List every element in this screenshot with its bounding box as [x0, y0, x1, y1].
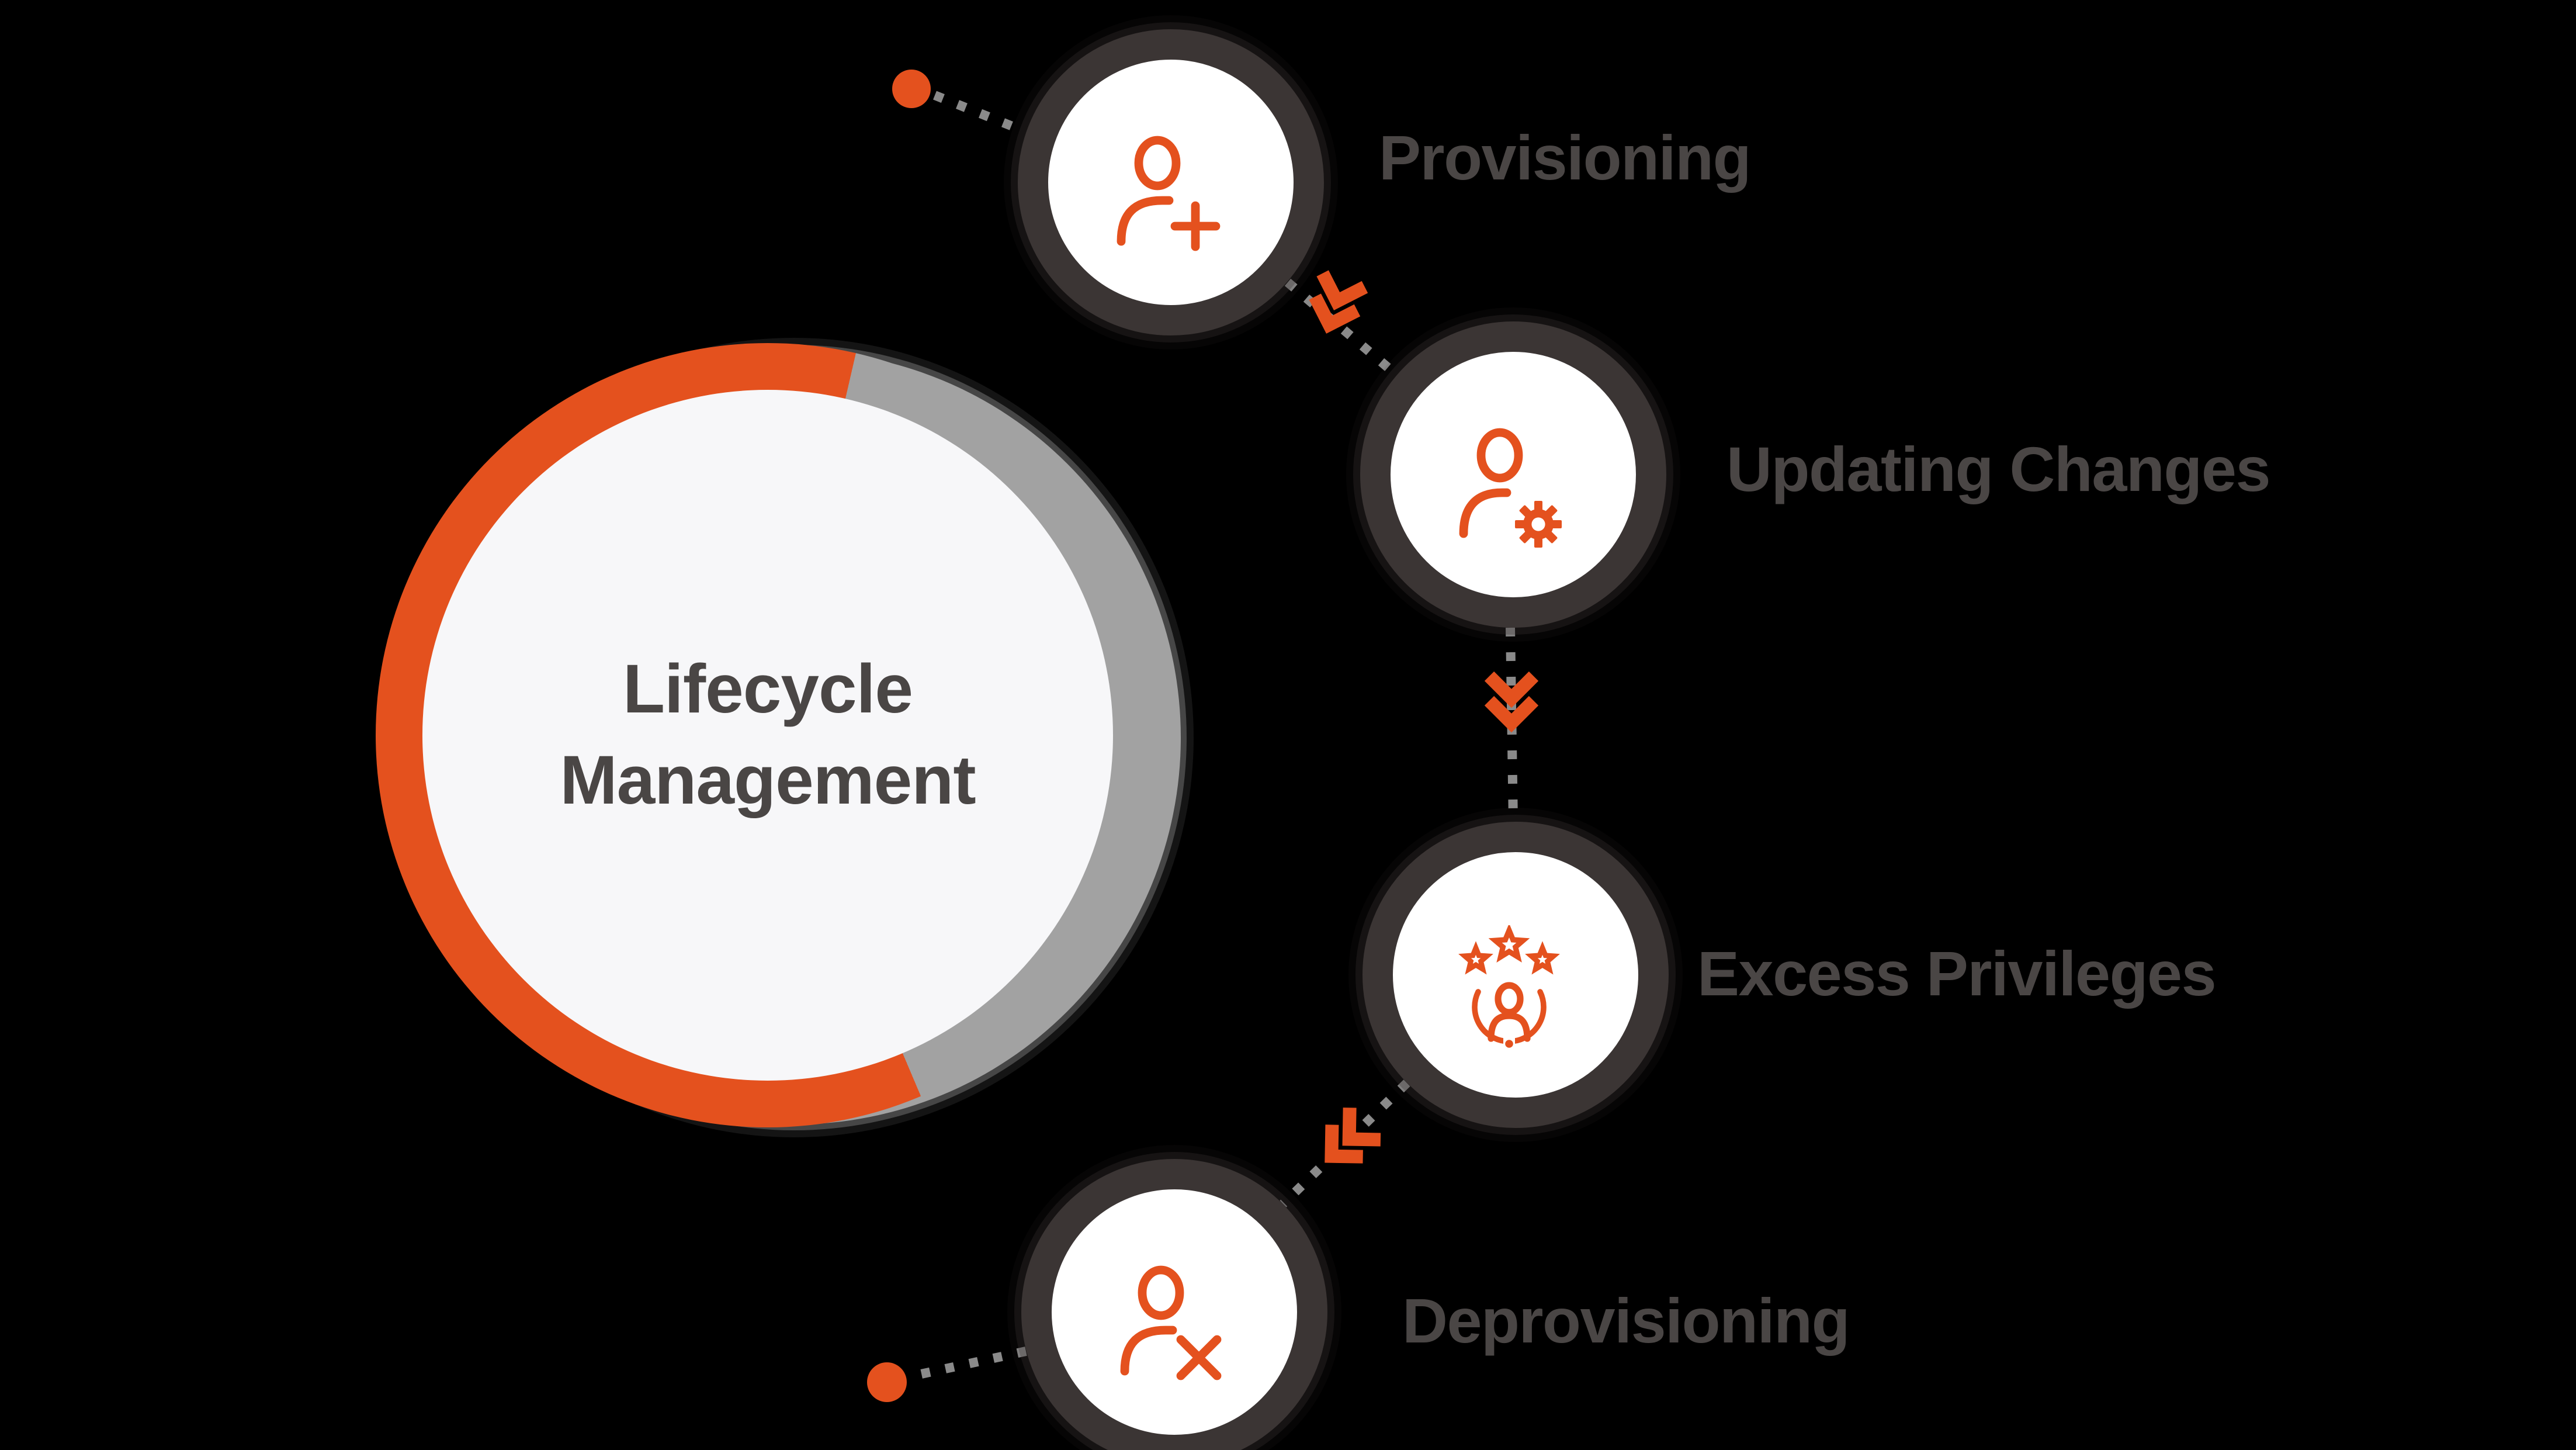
dashed-connector-2-3	[1506, 627, 1518, 822]
user-stars-icon	[1458, 925, 1560, 1049]
node-deprovisioning	[1021, 1159, 1327, 1450]
hub-title-line2: Management	[560, 742, 976, 819]
flow-arrow-down-1	[1309, 270, 1368, 334]
node-updating-changes	[1360, 321, 1666, 628]
user-add-icon	[1117, 136, 1221, 251]
dashed-connector-start	[933, 91, 1027, 136]
flow-end-dot	[867, 1362, 907, 1402]
flow-start-dot	[892, 70, 931, 108]
label-deprovisioning: Deprovisioning	[1402, 1285, 1850, 1356]
hub-circle: Lifecycle Management	[422, 390, 1113, 1081]
label-excess-privileges: Excess Privileges	[1697, 938, 2217, 1009]
user-remove-icon	[1120, 1265, 1222, 1380]
flow-arrow-down-2	[1484, 671, 1539, 733]
dashed-connector-3-4	[1280, 1079, 1410, 1207]
hub-title: Lifecycle Management	[560, 644, 976, 826]
node-provisioning	[1018, 29, 1324, 335]
flow-arrow-down-3	[1325, 1108, 1381, 1164]
dashed-connector-end	[917, 1347, 1027, 1379]
hub-title-line1: Lifecycle	[622, 650, 913, 728]
node-excess-privileges	[1362, 822, 1669, 1128]
label-updating-changes: Updating Changes	[1726, 434, 2271, 504]
label-provisioning: Provisioning	[1379, 122, 1752, 193]
user-gear-icon	[1459, 428, 1562, 548]
